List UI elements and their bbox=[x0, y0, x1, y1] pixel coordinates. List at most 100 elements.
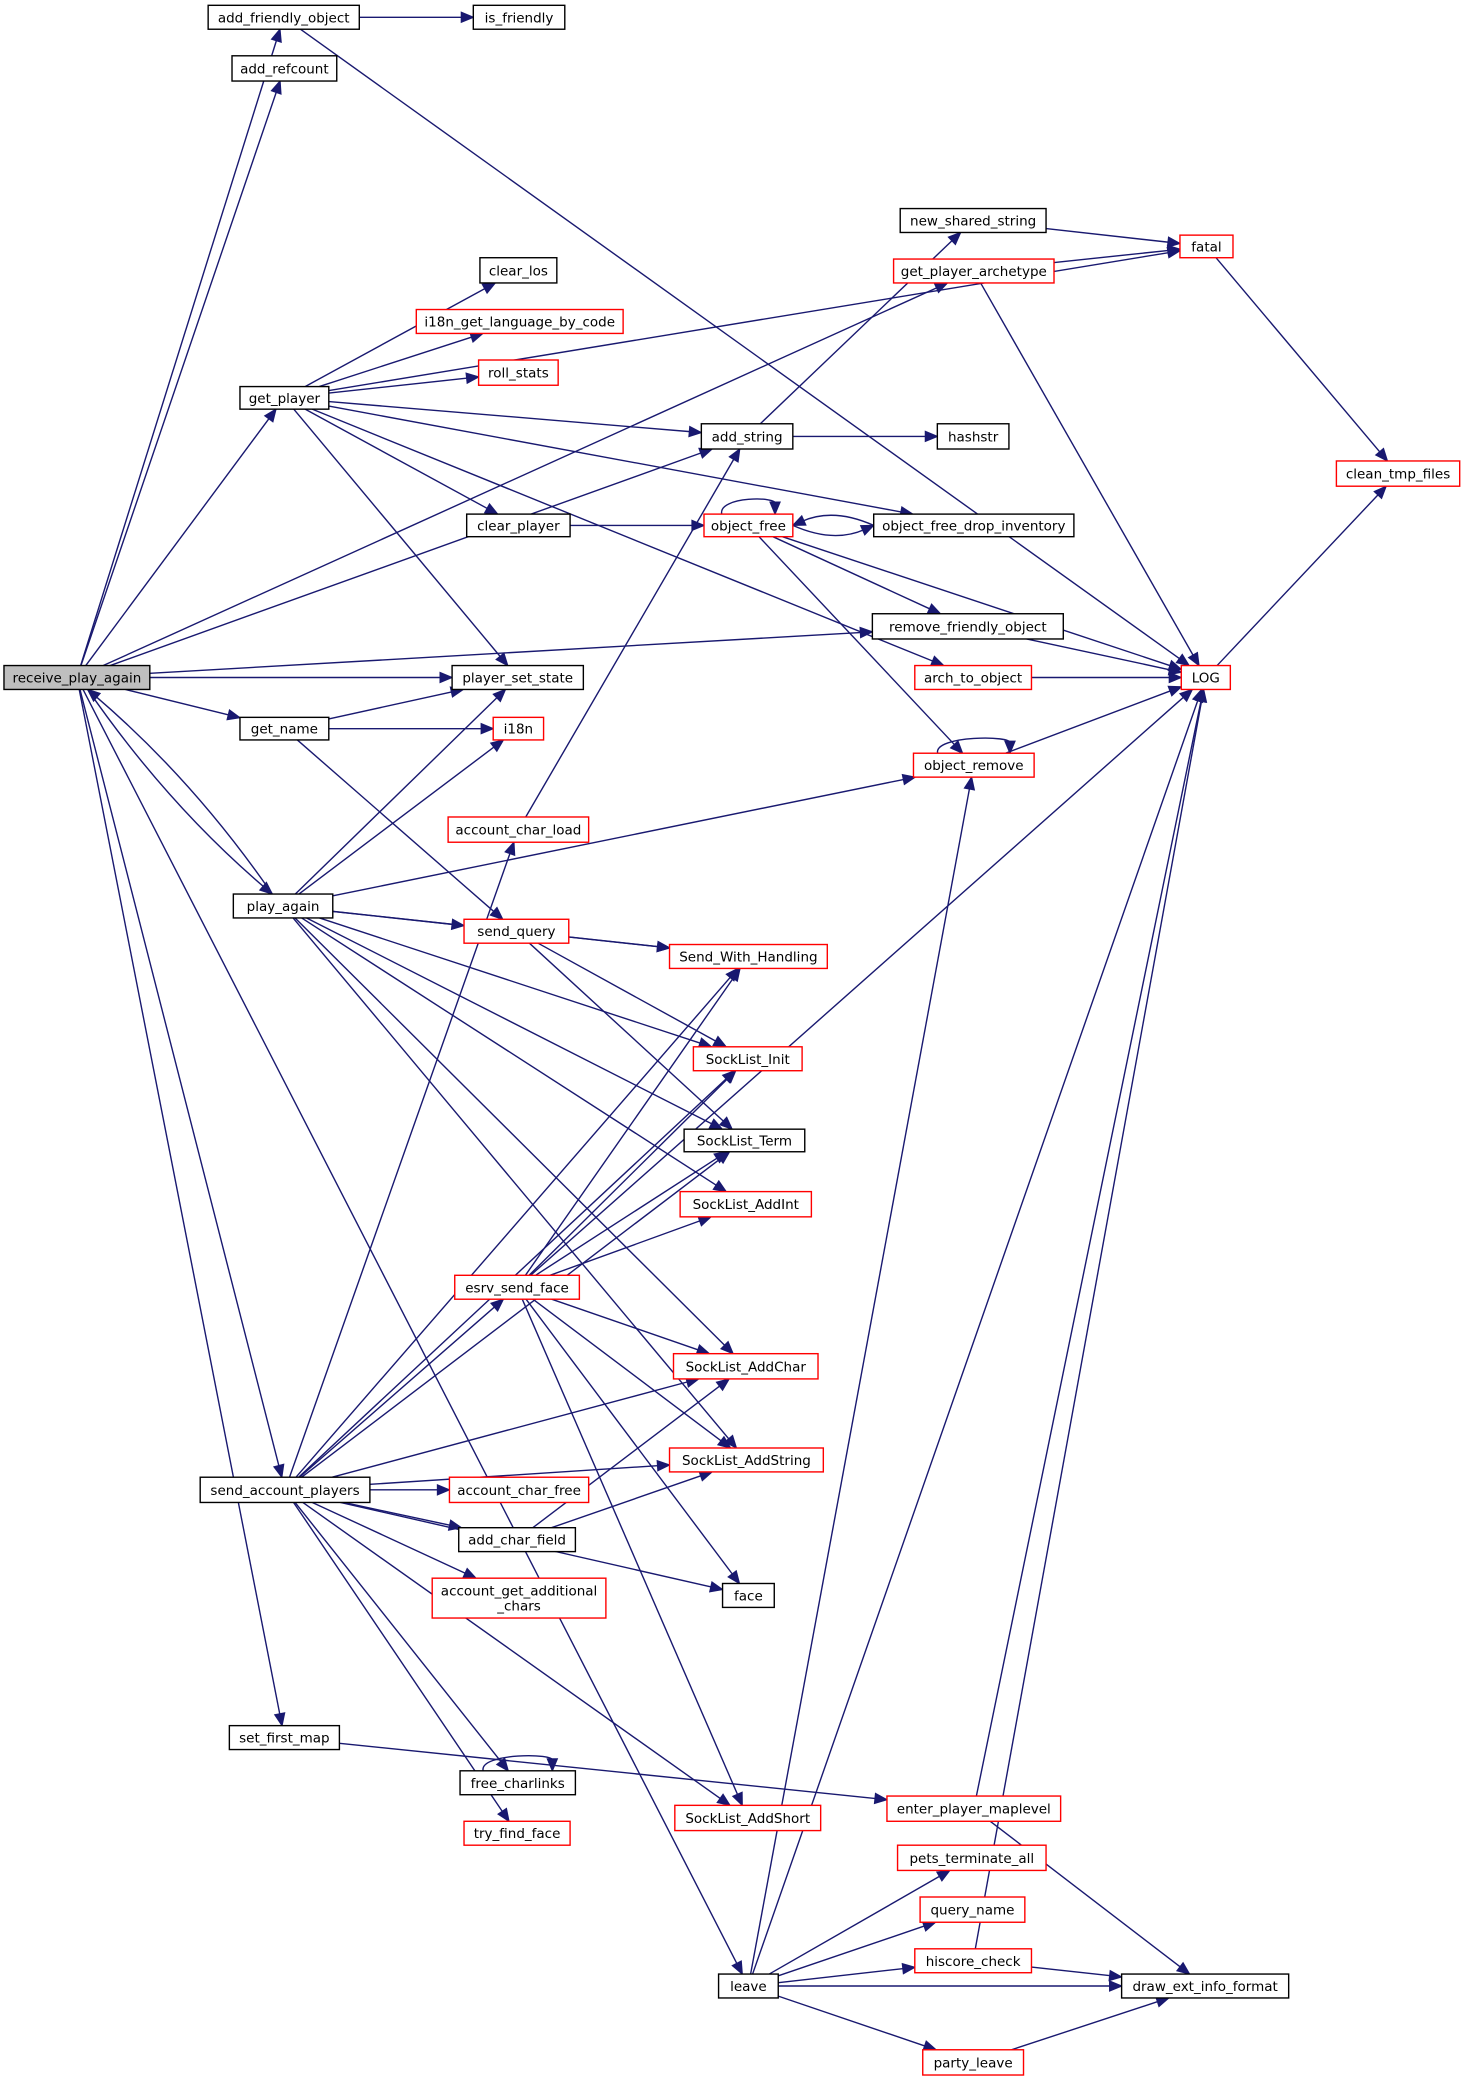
node-object_free[interactable]: object_free bbox=[703, 513, 794, 538]
node-clean_tmp_files[interactable]: clean_tmp_files bbox=[1335, 460, 1461, 487]
node-query_name[interactable]: query_name bbox=[919, 1896, 1026, 1923]
node-roll_stats[interactable]: roll_stats bbox=[477, 359, 559, 386]
node-account_get_additional_chars[interactable]: account_get_additional_chars bbox=[431, 1577, 607, 1619]
node-account_char_load[interactable]: account_char_load bbox=[447, 816, 590, 843]
edge-LOG-to-clean_tmp_files bbox=[1216, 485, 1388, 667]
node-face[interactable]: face bbox=[721, 1582, 775, 1609]
node-box bbox=[914, 1948, 1033, 1974]
edge-send_account_players-to-Send_With_Handling bbox=[295, 967, 740, 1478]
node-box bbox=[465, 513, 571, 538]
node-clear_los[interactable]: clear_los bbox=[479, 257, 558, 284]
node-box bbox=[207, 4, 360, 30]
node-try_find_face[interactable]: try_find_face bbox=[463, 1820, 571, 1846]
node-SockList_AddShort[interactable]: SockList_AddShort bbox=[674, 1804, 822, 1832]
edge-leave-to-party_leave bbox=[778, 1995, 938, 2052]
edge-send_account_players-to-esrv_send_face bbox=[299, 1298, 505, 1478]
node-account_char_free[interactable]: account_char_free bbox=[448, 1476, 590, 1504]
node-party_leave[interactable]: party_leave bbox=[922, 2049, 1025, 2076]
node-get_player[interactable]: get_player bbox=[239, 385, 330, 410]
edge-free_charlinks-to-free_charlinks bbox=[482, 1755, 559, 1773]
node-label: draw_ext_info_format bbox=[1132, 1979, 1277, 1995]
node-add_string[interactable]: add_string bbox=[700, 423, 794, 450]
node-player_set_state[interactable]: player_set_state bbox=[451, 664, 585, 691]
node-add_refcount[interactable]: add_refcount bbox=[231, 55, 338, 82]
node-box bbox=[1179, 234, 1234, 259]
node-label: object_remove bbox=[924, 758, 1024, 774]
node-free_charlinks[interactable]: free_charlinks bbox=[459, 1770, 577, 1796]
node-remove_friendly_object[interactable]: remove_friendly_object bbox=[871, 613, 1064, 640]
node-SockList_AddString[interactable]: SockList_AddString bbox=[668, 1447, 825, 1473]
node-box bbox=[472, 4, 566, 30]
node-arch_to_object[interactable]: arch_to_object bbox=[914, 664, 1033, 691]
node-box bbox=[458, 1526, 577, 1553]
node-SockList_AddInt[interactable]: SockList_AddInt bbox=[679, 1190, 813, 1218]
node-play_again[interactable]: play_again bbox=[232, 893, 334, 919]
node-new_shared_string[interactable]: new_shared_string bbox=[899, 207, 1047, 234]
node-hashstr[interactable]: hashstr bbox=[936, 423, 1010, 450]
node-label: SockList_Term bbox=[697, 1133, 792, 1149]
node-send_query[interactable]: send_query bbox=[463, 918, 570, 944]
node-label: hashstr bbox=[948, 429, 999, 445]
node-label: get_player bbox=[249, 391, 321, 407]
edge-esrv_send_face-to-face bbox=[525, 1298, 741, 1585]
node-label: clean_tmp_files bbox=[1346, 467, 1450, 483]
node-object_remove[interactable]: object_remove bbox=[912, 752, 1035, 778]
node-object_free_drop_inventory[interactable]: object_free_drop_inventory bbox=[872, 513, 1075, 538]
node-SockList_Init[interactable]: SockList_Init bbox=[692, 1046, 803, 1072]
node-add_friendly_object[interactable]: add_friendly_object bbox=[207, 4, 360, 30]
node-box bbox=[199, 1476, 371, 1504]
edge-get_player-to-clear_los bbox=[304, 282, 497, 388]
node-get_name[interactable]: get_name bbox=[239, 716, 330, 741]
edge-esrv_send_face-to-SockList_AddChar bbox=[551, 1298, 711, 1356]
node-layer: receive_play_again add_friendly_object is_… bbox=[3, 4, 1461, 2076]
node-pets_terminate_all[interactable]: pets_terminate_all bbox=[896, 1844, 1047, 1872]
node-box bbox=[692, 1046, 803, 1072]
node-i18n_get_language_by_code[interactable]: i18n_get_language_by_code bbox=[415, 308, 624, 335]
node-label: face bbox=[734, 1588, 763, 1604]
edge-get_name-to-send_query bbox=[296, 739, 504, 921]
node-is_friendly[interactable]: is_friendly bbox=[472, 4, 566, 30]
node-enter_player_maplevel[interactable]: enter_player_maplevel bbox=[886, 1795, 1062, 1822]
node-receive_play_again[interactable]: receive_play_again bbox=[3, 664, 151, 691]
node-label: new_shared_string bbox=[910, 214, 1036, 230]
edge-get_player_archetype-to-fatal bbox=[1053, 244, 1182, 264]
node-LOG[interactable]: LOG bbox=[1180, 664, 1232, 691]
edge-add_char_field-to-SockList_AddChar bbox=[532, 1377, 731, 1529]
node-get_player_archetype[interactable]: get_player_archetype bbox=[892, 258, 1055, 284]
edge-enter_player_maplevel-to-LOG bbox=[975, 687, 1207, 1797]
node-box bbox=[463, 1820, 571, 1846]
node-hiscore_check[interactable]: hiscore_check bbox=[914, 1948, 1033, 1974]
edge-play_again-to-SockList_AddInt bbox=[301, 917, 728, 1193]
node-box bbox=[479, 257, 558, 284]
node-box bbox=[700, 423, 794, 450]
node-leave[interactable]: leave bbox=[717, 1973, 779, 1999]
node-box bbox=[447, 816, 590, 843]
node-label: free_charlinks bbox=[471, 1776, 565, 1792]
node-set_first_map[interactable]: set_first_map bbox=[228, 1724, 341, 1751]
node-SockList_Term[interactable]: SockList_Term bbox=[683, 1128, 806, 1153]
node-fatal[interactable]: fatal bbox=[1179, 234, 1234, 259]
node-i18n[interactable]: i18n bbox=[492, 716, 545, 741]
node-SockList_AddChar[interactable]: SockList_AddChar bbox=[672, 1352, 819, 1380]
edge-esrv_send_face-to-SockList_AddString bbox=[532, 1298, 732, 1449]
edge-send_query-to-SockList_Term bbox=[528, 942, 734, 1131]
node-label: Send_With_Handling bbox=[679, 949, 817, 965]
edge-receive_play_again-to-play_again bbox=[87, 689, 274, 896]
edge-object_free_drop_inventory-to-object_free bbox=[791, 514, 874, 527]
edge-send_account_players-to-SockList_AddChar bbox=[331, 1376, 701, 1478]
node-clear_player[interactable]: clear_player bbox=[465, 513, 571, 538]
node-esrv_send_face[interactable]: esrv_send_face bbox=[454, 1274, 581, 1300]
node-send_account_players[interactable]: send_account_players bbox=[199, 1476, 371, 1504]
node-label: player_set_state bbox=[462, 671, 573, 687]
edge-hiscore_check-to-draw_ext_info_format bbox=[1031, 1966, 1124, 1982]
node-box bbox=[872, 513, 1075, 538]
node-add_char_field[interactable]: add_char_field bbox=[458, 1526, 577, 1553]
node-Send_With_Handling[interactable]: Send_With_Handling bbox=[668, 943, 828, 970]
edge-object_free-to-remove_friendly_object bbox=[772, 536, 942, 615]
edge-leave-to-pets_terminate_all bbox=[768, 1869, 952, 1975]
node-box bbox=[896, 1844, 1047, 1872]
node-draw_ext_info_format[interactable]: draw_ext_info_format bbox=[1120, 1973, 1290, 1999]
node-box bbox=[492, 716, 545, 741]
edge-play_again-to-i18n bbox=[298, 738, 505, 895]
node-box bbox=[668, 1447, 825, 1473]
